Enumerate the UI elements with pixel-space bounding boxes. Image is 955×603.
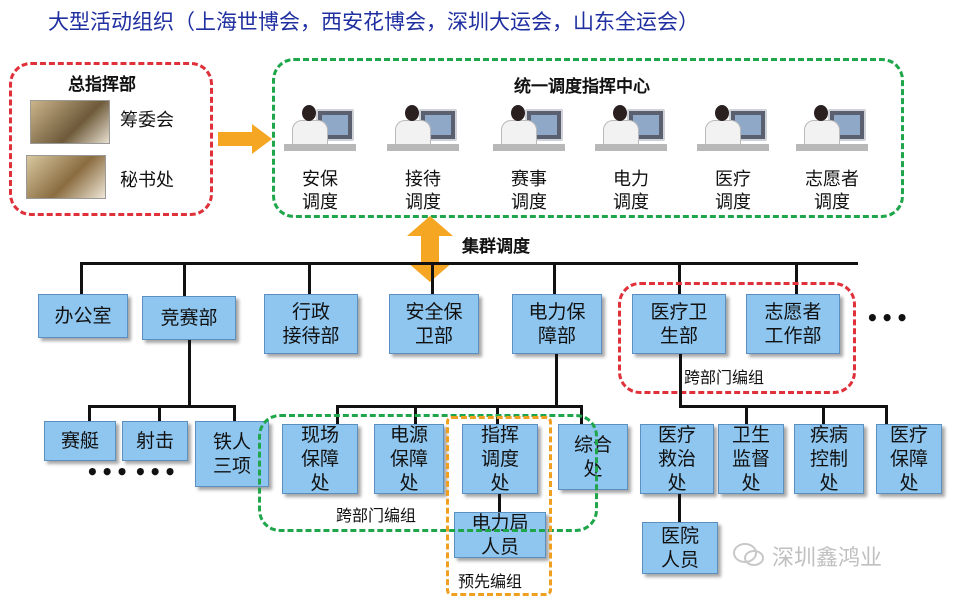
dept-medical: 医疗卫 生部 [632,294,726,354]
cross-dept-group-1 [618,282,856,394]
station-label: 电力调度 [583,168,679,214]
dept-security: 安全保 卫部 [389,294,479,354]
station-label: 接待调度 [375,168,471,214]
unit-disease-control: 疾病 控制 处 [794,424,864,494]
operator-workstation-icon [284,103,356,151]
dept-power: 电力保 障部 [512,294,602,354]
pre-group [446,416,552,596]
station-label-line1: 医疗 [715,169,751,190]
more-dots-shooting: ••• [134,460,179,484]
meeting-photo [30,100,110,144]
unit-medical-treatment: 医疗 救治 处 [640,424,714,494]
unit-power-supply: 电源 保障 处 [374,424,444,494]
hq-group [9,62,213,216]
station-label-line2: 调度 [715,192,751,213]
watermark: 深圳鑫鸿业 [772,546,883,571]
dispatch-center-title: 统一调度指挥中心 [514,77,650,97]
station-label-line2: 调度 [613,192,649,213]
cross-dept-label-1: 跨部门编组 [684,368,765,387]
more-dots: ••• [866,306,911,330]
operator-workstation-icon [387,103,459,151]
operator-workstation-icon [595,103,667,151]
cluster-dispatch-label: 集群调度 [462,237,530,257]
unit-triathlon: 铁人 三项 [195,421,269,487]
station-label-line2: 调度 [511,192,547,213]
station-label-line1: 电力 [613,169,649,190]
unit-onsite-support: 现场 保障 处 [282,424,358,494]
station-label: 医疗调度 [685,168,781,214]
dept-competition: 竞赛部 [142,296,236,340]
station-label: 赛事调度 [481,168,577,214]
page-title: 大型活动组织（上海世博会，西安花博会，深圳大运会，山东全运会） [48,10,699,34]
station-label-line2: 调度 [405,192,441,213]
unit-medical-support: 医疗 保障 处 [876,424,942,494]
pre-group-label: 预先编组 [458,572,523,591]
unit-command-dispatch: 指挥 调度 处 [462,424,538,494]
operator-workstation-icon [493,103,565,151]
station-label-line1: 接待 [405,169,441,190]
unit-shooting: 射击 [122,421,188,461]
unit-rowing: 赛艇 [44,421,116,461]
operator-workstation-icon [697,103,769,151]
station-label: 安保调度 [272,168,368,214]
station-label-line2: 调度 [302,192,338,213]
power-bureau-staff: 电力局 人员 [454,512,546,558]
dept-volunteer: 志愿者 工作部 [746,294,840,354]
hq-item-committee: 筹委会 [120,110,174,131]
station-label-line1: 赛事 [511,169,547,190]
wechat-icon [733,543,764,566]
main-connector [80,262,858,265]
hospital-staff: 医院 人员 [642,522,718,574]
more-dots-rowing: ••• [86,460,131,484]
right-arrow-icon [218,124,272,154]
cross-dept-label-2: 跨部门编组 [336,506,417,525]
unit-health-supervision: 卫生 监督 处 [718,424,784,494]
dept-office: 办公室 [38,294,128,338]
operator-workstation-icon [796,103,868,151]
station-label-line2: 调度 [814,192,850,213]
hq-item-secretariat: 秘书处 [120,170,174,191]
hq-title: 总指挥部 [68,75,136,95]
station-label-line1: 安保 [302,169,338,190]
dept-admin-reception: 行政 接待部 [264,294,358,354]
office-photo [26,155,106,199]
double-arrow-icon [407,216,453,282]
station-label-line1: 志愿者 [805,169,859,190]
dispatch-center-group [272,58,904,218]
cross-dept-group-2 [258,414,598,532]
station-label: 志愿者调度 [784,168,880,214]
